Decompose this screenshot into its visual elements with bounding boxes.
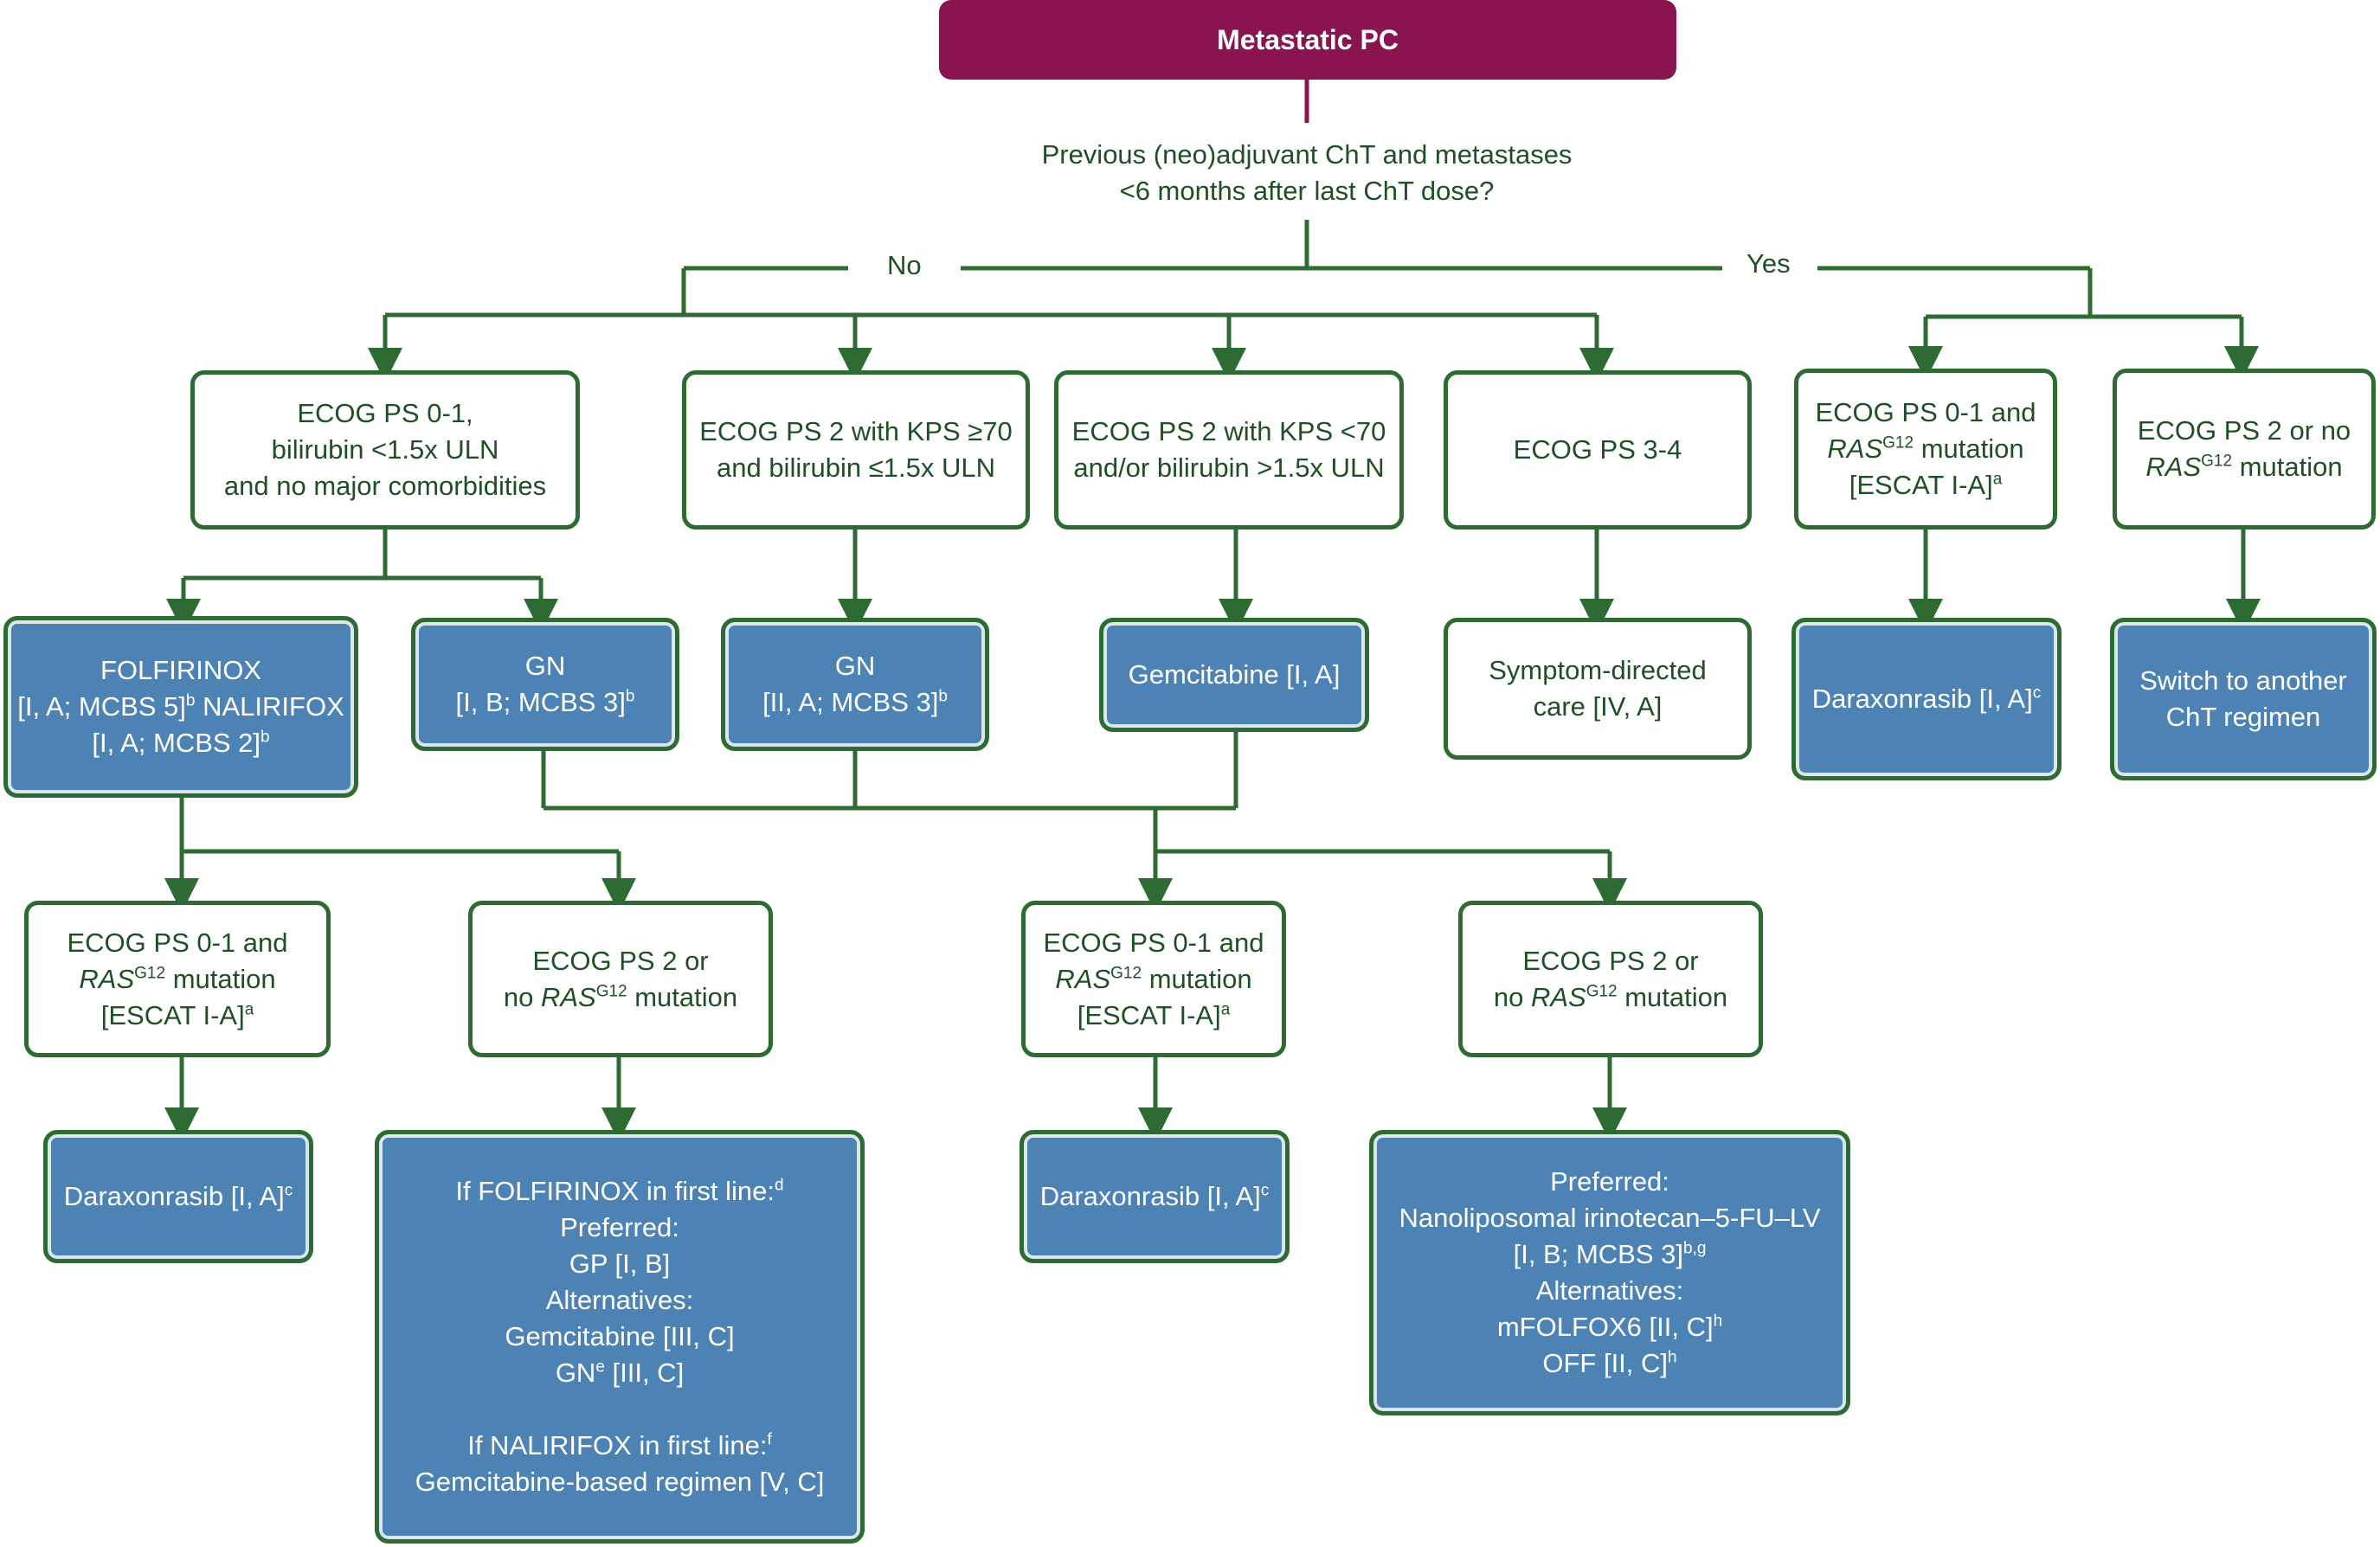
second-line-left-box: If FOLFIRINOX in first line:d Preferred:… xyxy=(375,1130,865,1544)
symptom-directed-care-box: Symptom-directed care [IV, A] xyxy=(1444,618,1752,760)
ecog-ps-2-kps-ge70-box: ECOG PS 2 with KPS ≥70 and bilirubin ≤1.… xyxy=(682,370,1030,530)
ecog-ps-2-kps-lt70-box: ECOG PS 2 with KPS <70 and/or bilirubin … xyxy=(1054,370,1404,530)
branch-label-yes: Yes xyxy=(1740,247,1798,281)
switch-regimen-box: Switch to another ChT regimen xyxy=(2110,618,2377,780)
left-ras-g12-box: ECOG PS 0-1 and RASG12 mutation [ESCAT I… xyxy=(24,901,331,1057)
gemcitabine-box: Gemcitabine [I, A] xyxy=(1099,618,1369,732)
yes-ras-g12-box: ECOG PS 0-1 and RASG12 mutation [ESCAT I… xyxy=(1794,369,2057,530)
left-daraxonrasib-box: Daraxonrasib [I, A]c xyxy=(43,1130,313,1263)
mid-daraxonrasib-box: Daraxonrasib [I, A]c xyxy=(1020,1130,1290,1263)
gn-box-2: GN [II, A; MCBS 3]b xyxy=(721,618,989,751)
yes-daraxonrasib-box: Daraxonrasib [I, A]c xyxy=(1791,618,2062,780)
left-ps2-no-ras-box: ECOG PS 2 or no RASG12 mutation xyxy=(468,901,773,1057)
right-ps2-no-ras-box: ECOG PS 2 or no RASG12 mutation xyxy=(1458,901,1763,1057)
gn-box-1: GN [I, B; MCBS 3]b xyxy=(411,618,679,751)
ecog-ps-3-4-box: ECOG PS 3-4 xyxy=(1444,370,1752,530)
ecog-ps-0-1-box: ECOG PS 0-1, bilirubin <1.5x ULN and no … xyxy=(190,370,580,530)
yes-ps2-no-ras-box: ECOG PS 2 or no RASG12 mutation xyxy=(2113,369,2376,530)
second-line-right-box: Preferred: Nanoliposomal irinotecan–5-FU… xyxy=(1369,1130,1850,1415)
mid-ras-g12-box: ECOG PS 0-1 and RASG12 mutation [ESCAT I… xyxy=(1021,901,1286,1057)
root-metastatic-pc: Metastatic PC xyxy=(939,0,1676,80)
question-previous-cht: Previous (neo)adjuvant ChT and metastase… xyxy=(1041,139,1573,206)
folfirinox-box: FOLFIRINOX [I, A; MCBS 5]b NALIRIFOX [I,… xyxy=(3,616,358,798)
branch-label-no: No xyxy=(880,248,929,283)
